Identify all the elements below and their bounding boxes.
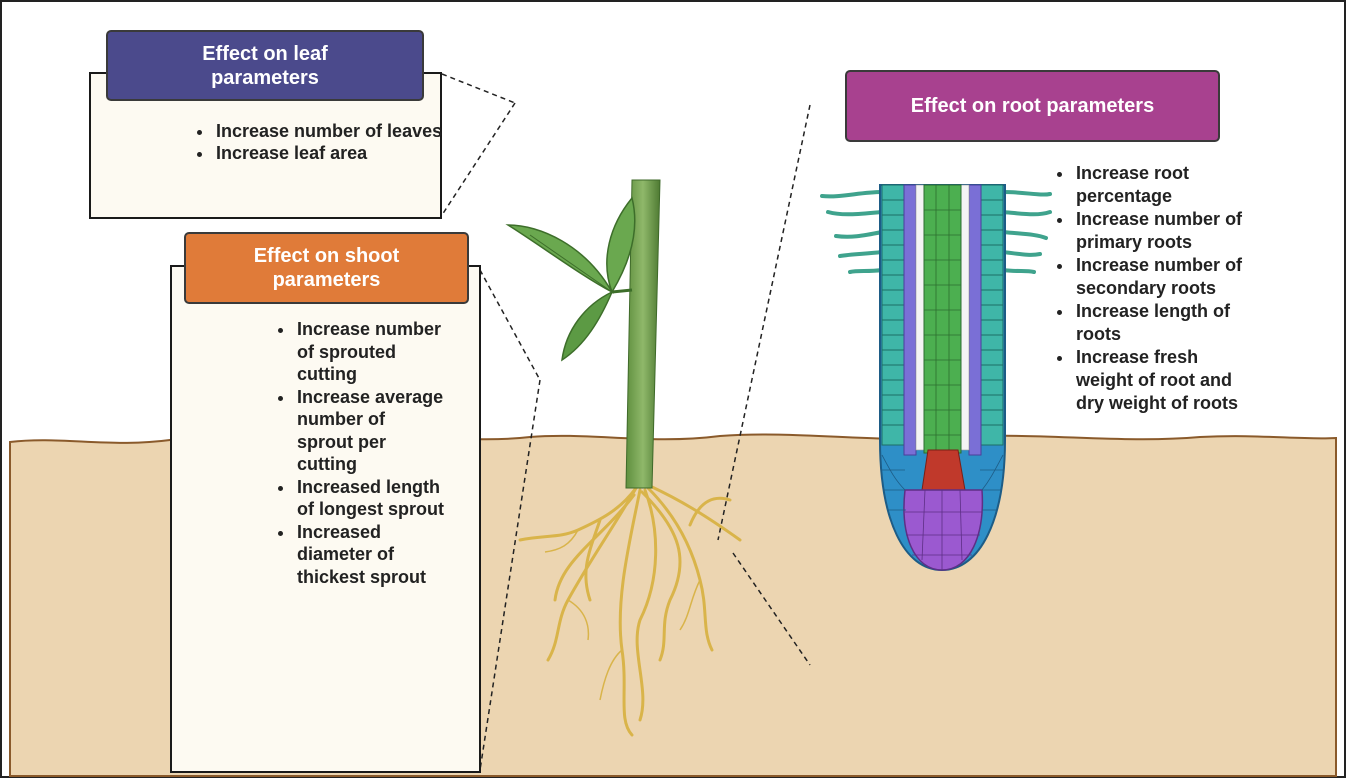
shoot-panel-title: Effect on shoot parameters bbox=[184, 232, 469, 304]
list-item: Increase number of sprouted cutting bbox=[295, 318, 445, 386]
list-item: Increase number of primary roots bbox=[1074, 208, 1254, 254]
list-item: Increase root percentage bbox=[1074, 162, 1254, 208]
list-item: Increased length of longest sprout bbox=[295, 476, 445, 521]
list-item: Increased diameter of thickest sprout bbox=[295, 521, 445, 589]
list-item: Increase fresh weight of root and dry we… bbox=[1074, 346, 1254, 415]
root-panel-list: Increase root percentage Increase number… bbox=[1052, 162, 1254, 415]
list-item: Increase length of roots bbox=[1074, 300, 1254, 346]
list-item: Increase number of secondary roots bbox=[1074, 254, 1254, 300]
list-item: Increase leaf area bbox=[214, 142, 449, 164]
leaf-panel-title: Effect on leaf parameters bbox=[106, 30, 424, 101]
list-item: Increase average number of sprout per cu… bbox=[295, 386, 445, 476]
list-item: Increase number of leaves bbox=[214, 120, 449, 142]
root-panel-title: Effect on root parameters bbox=[845, 70, 1220, 142]
shoot-panel-list: Increase number of sprouted cutting Incr… bbox=[273, 318, 445, 588]
leaf-panel-list: Increase number of leaves Increase leaf … bbox=[192, 120, 449, 164]
